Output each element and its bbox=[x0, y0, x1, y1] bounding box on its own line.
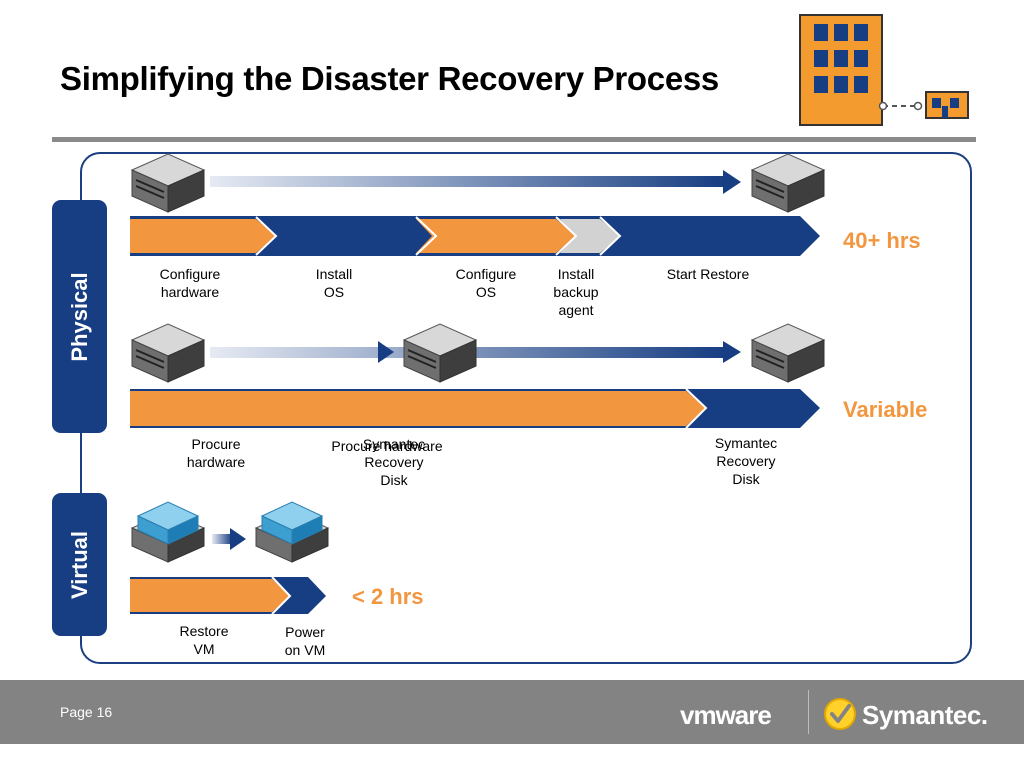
step-label: Start Restore bbox=[666, 266, 750, 282]
building-icon bbox=[799, 14, 923, 126]
step-label: Procure hardware bbox=[186, 436, 246, 470]
physical-tab: Physical bbox=[52, 200, 107, 433]
step-label: Configure hardware bbox=[159, 266, 221, 300]
vm-flow-arrowhead bbox=[230, 528, 246, 550]
step-label: Install OS bbox=[315, 266, 353, 300]
symantec-logo: Symantec. bbox=[862, 700, 988, 730]
virtual-tab: Virtual bbox=[52, 493, 107, 636]
physical-row1-metric: 40+ hrs bbox=[843, 228, 921, 253]
step-label: Restore VM bbox=[179, 623, 229, 657]
flow-arrow-row1 bbox=[210, 176, 725, 187]
step-configure-hardware bbox=[130, 219, 276, 253]
vm-server-icon bbox=[255, 501, 329, 563]
logo-divider bbox=[808, 690, 809, 734]
flow-arrowhead-row2a bbox=[378, 341, 394, 363]
title-divider bbox=[52, 137, 976, 142]
step-procure-hardware bbox=[130, 391, 706, 426]
step-label: Symantec Recovery Disk bbox=[714, 435, 778, 487]
step-label: Symantec Recovery Disk bbox=[362, 436, 426, 488]
step-install-backup-agent bbox=[560, 219, 620, 253]
vm-flow-arrow bbox=[212, 534, 232, 544]
branch-office-icon bbox=[925, 91, 969, 119]
step-label: Configure OS bbox=[455, 266, 517, 300]
step-label: Power on VM bbox=[284, 624, 326, 658]
vmware-logo: vmware bbox=[680, 700, 772, 730]
step-label: Procure hardware bbox=[331, 438, 443, 454]
slide-title: Simplifying the Disaster Recovery Proces… bbox=[60, 60, 719, 97]
symantec-check-icon bbox=[824, 698, 856, 730]
flow-arrowhead-row2b bbox=[723, 341, 741, 363]
vm-server-icon bbox=[131, 501, 205, 563]
page-number: Page 16 bbox=[60, 704, 113, 720]
step-restore-vm bbox=[130, 579, 290, 612]
physical-row2-metric: Variable bbox=[843, 397, 928, 422]
step-configure-os bbox=[416, 219, 576, 253]
flow-arrowhead-row1 bbox=[723, 170, 741, 194]
step-label: Install backup agent bbox=[553, 266, 599, 318]
virtual-metric: < 2 hrs bbox=[352, 584, 424, 609]
